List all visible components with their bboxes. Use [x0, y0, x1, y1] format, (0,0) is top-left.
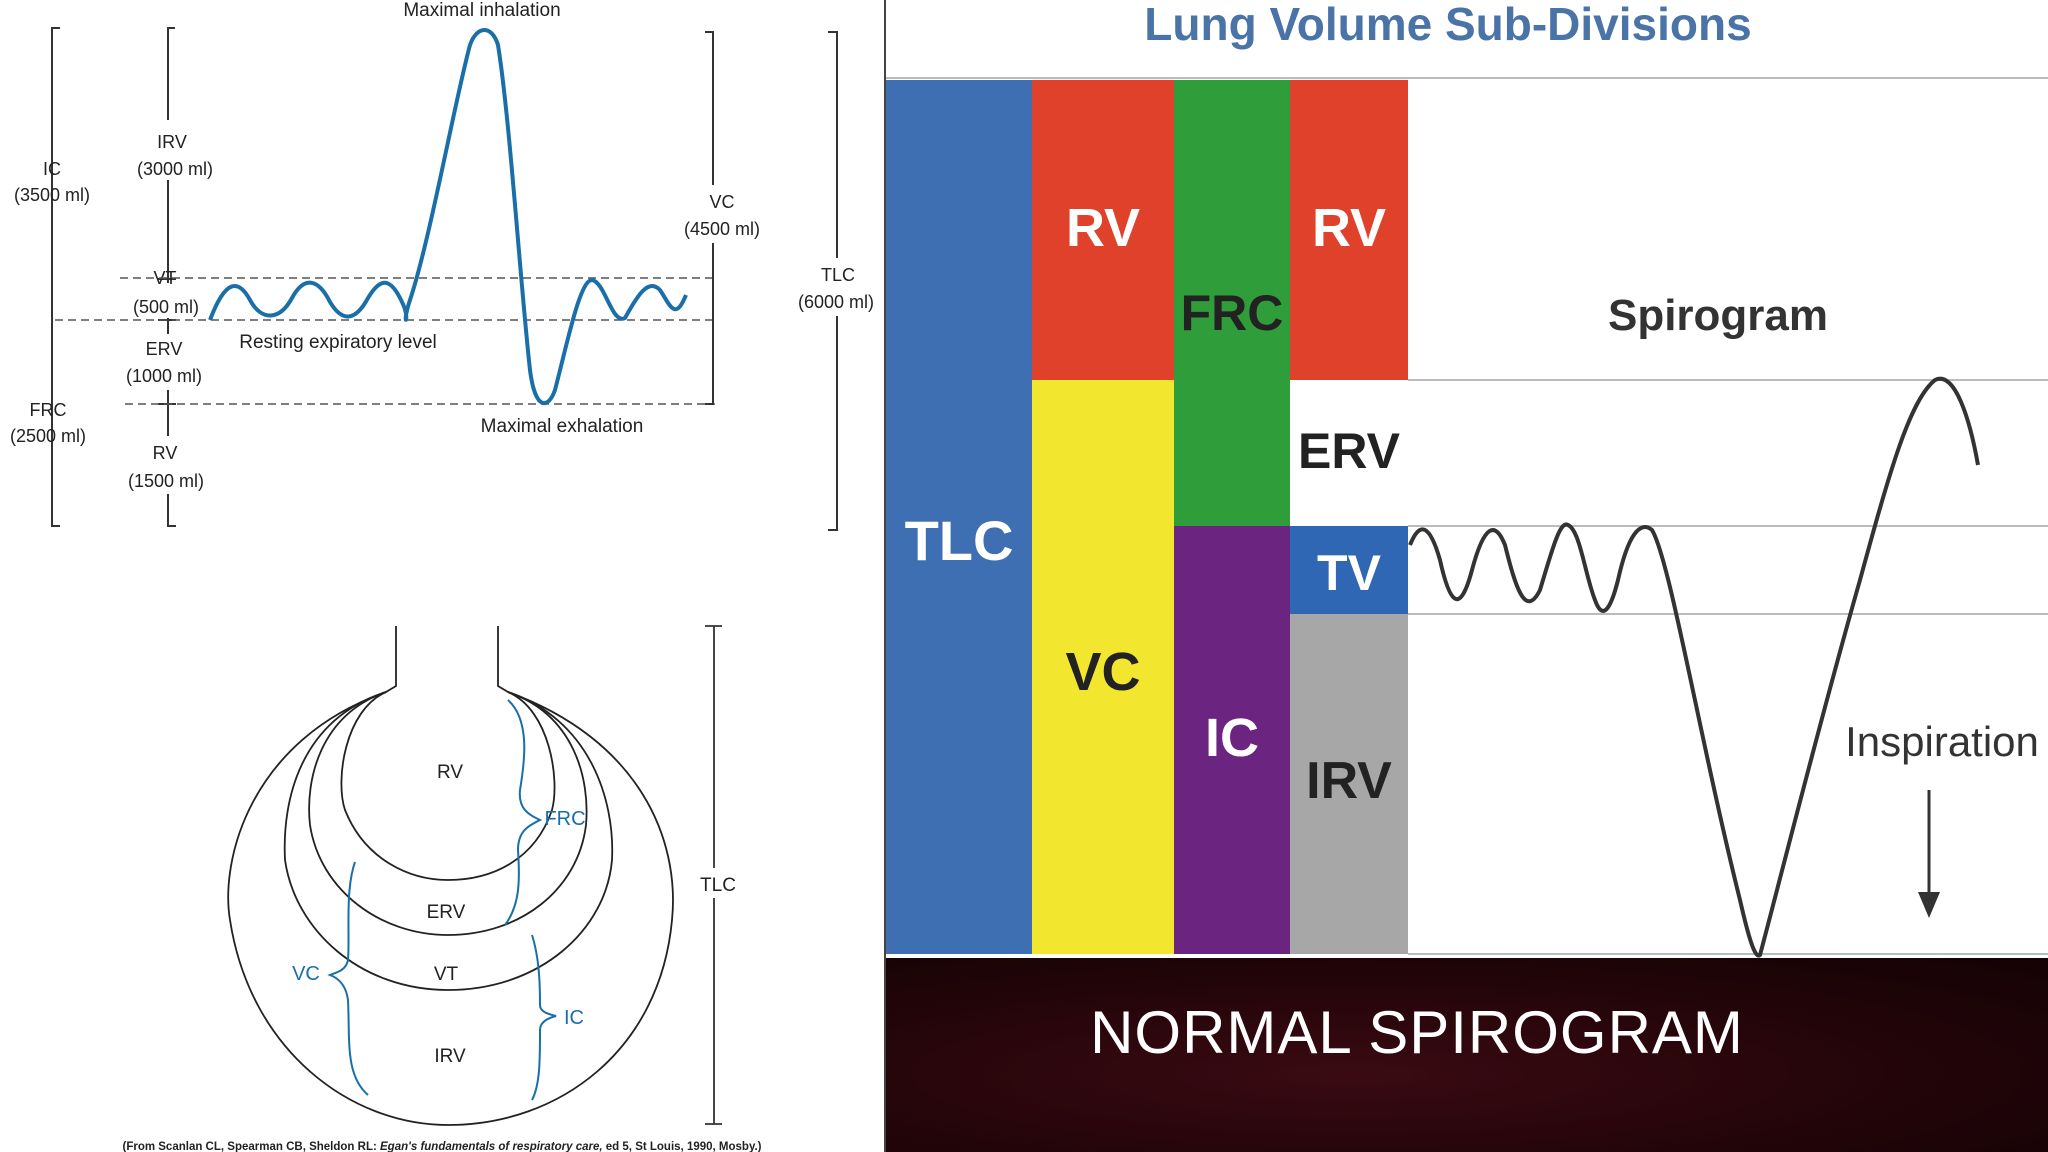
- vc-bar: [1032, 380, 1174, 954]
- middle-bracket: [167, 27, 176, 527]
- tlc-value: (6000 ml): [798, 292, 874, 312]
- irv-region-label: IRV: [434, 1046, 466, 1067]
- tlc-bar: [886, 80, 1032, 954]
- rv-bar-1: [1032, 80, 1174, 380]
- erv-bar: [1290, 380, 1408, 526]
- left-bracket: [51, 27, 60, 527]
- tlc-bar-label: TLC: [905, 509, 1014, 572]
- classic-spirogram: Maximal inhalation IC (3500 ml) FRC (250…: [10, 0, 884, 531]
- irv-bar: [1290, 614, 1408, 954]
- erv-bar-label: ERV: [1298, 423, 1401, 479]
- spirogram-curve: [208, 28, 688, 406]
- lung-diagram-labels: RV ERV VT IRV FRC VC IC TLC (From Scanla…: [122, 625, 762, 1152]
- vc-label: VC: [709, 192, 734, 212]
- ic-value: (3500 ml): [14, 185, 90, 205]
- tlc-diagram-label: TLC: [700, 875, 736, 896]
- vt-region-label: VT: [434, 964, 459, 985]
- vc-brace: [327, 861, 369, 1096]
- footer-title: NORMAL SPIROGRAM: [1090, 999, 1744, 1066]
- vt-value: (500 ml): [133, 297, 199, 317]
- ic-bar-label: IC: [1205, 708, 1259, 768]
- frc-bar-label: FRC: [1181, 285, 1284, 341]
- irv-bar-label: IRV: [1306, 752, 1392, 810]
- tlc-label: TLC: [821, 265, 855, 285]
- right-spirogram-curve: [1408, 376, 1980, 958]
- lung-volume-diagram: [227, 626, 674, 1126]
- inspiration-label: Inspiration: [1845, 718, 2039, 765]
- panel-divider: [884, 0, 886, 1152]
- frc-bar: [1174, 80, 1290, 526]
- spirogram-label: Spirogram: [1608, 291, 1828, 340]
- ic-brace-label: IC: [564, 1007, 584, 1029]
- subdivisions-title: Lung Volume Sub-Divisions: [1144, 0, 1751, 50]
- rv-bar-2: [1290, 80, 1408, 380]
- frc-brace-label: FRC: [544, 808, 585, 830]
- citation: (From Scanlan CL, Spearman CB, Sheldon R…: [122, 1141, 761, 1152]
- frc-label: FRC: [30, 400, 67, 420]
- down-arrow-icon: [1918, 892, 1940, 918]
- footer-band: [886, 958, 2048, 1152]
- erv-label: ERV: [146, 339, 183, 359]
- ic-bar: [1174, 526, 1290, 954]
- vc-brace-label: VC: [292, 963, 320, 985]
- irv-value: (3000 ml): [137, 159, 213, 179]
- tv-bar: [1290, 526, 1408, 614]
- frc-brace: [504, 699, 543, 926]
- rv-bar-2-label: RV: [1312, 198, 1386, 258]
- ic-label: IC: [43, 159, 61, 179]
- subdivisions-panel: Lung Volume Sub-Divisions TLC RV VC FRC …: [886, 0, 2048, 958]
- vc-bar-label: VC: [1065, 642, 1140, 702]
- maximal-exhalation-label: Maximal exhalation: [481, 416, 644, 437]
- erv-value: (1000 ml): [126, 366, 202, 386]
- resting-level-label: Resting expiratory level: [239, 332, 436, 353]
- frc-value: (2500 ml): [10, 426, 86, 446]
- rv-region-label: RV: [437, 762, 463, 783]
- tv-bar-label: TV: [1317, 545, 1382, 601]
- ic-brace: [531, 934, 557, 1101]
- erv-region-label: ERV: [427, 902, 466, 923]
- rv-bar-1-label: RV: [1066, 198, 1140, 258]
- rv-label: RV: [153, 443, 178, 463]
- irv-label: IRV: [157, 132, 187, 152]
- maximal-inhalation-label: Maximal inhalation: [403, 0, 560, 21]
- vc-value: (4500 ml): [684, 219, 760, 239]
- rv-value: (1500 ml): [128, 471, 204, 491]
